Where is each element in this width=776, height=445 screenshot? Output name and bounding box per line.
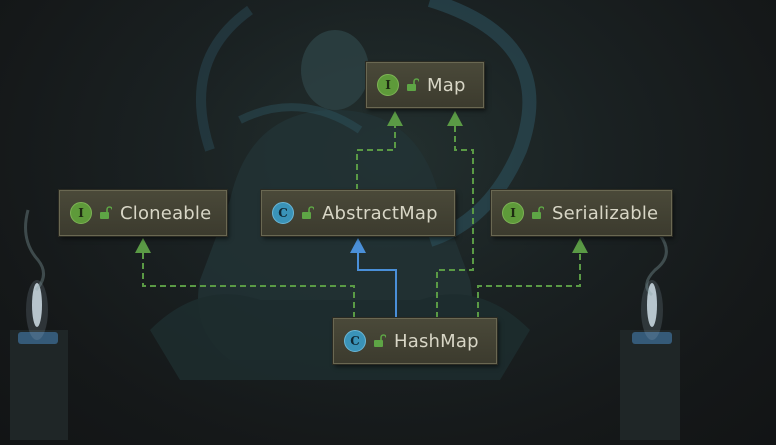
arrowhead-hashmap-cloneable [135,238,151,253]
node-map[interactable]: I Map [366,62,484,108]
class-badge-icon: C [344,330,366,352]
unlocked-padlock-icon [374,334,386,347]
edge-hashmap-implements-serializable [477,253,581,318]
node-serializable[interactable]: I Serializable [491,190,672,236]
node-label: Map [427,74,466,96]
unlocked-padlock-icon [532,206,544,219]
class-badge-icon: C [272,202,294,224]
node-cloneable[interactable]: I Cloneable [59,190,227,236]
interface-badge-icon: I [377,74,399,96]
interface-badge-icon: I [70,202,92,224]
interface-badge-icon: I [502,202,524,224]
arrowhead-abstractmap-map [387,111,403,126]
unlocked-padlock-icon [302,206,314,219]
arrowhead-hashmap-map [447,111,463,126]
edge-hashmap-extends-abstractmap [357,253,397,318]
arrowhead-hashmap-serializable [572,238,588,253]
node-label: Cloneable [120,202,212,224]
arrowhead-hashmap-abstractmap [350,238,366,253]
unlocked-padlock-icon [407,78,419,91]
node-label: HashMap [394,330,479,352]
unlocked-padlock-icon [100,206,112,219]
edge-hashmap-implements-cloneable [142,253,355,318]
edge-abstractmap-implements-map [356,126,396,190]
node-hash-map[interactable]: C HashMap [333,318,497,364]
node-label: AbstractMap [322,202,438,224]
node-abstract-map[interactable]: C AbstractMap [261,190,455,236]
edge-hashmap-implements-map [436,126,474,318]
node-label: Serializable [552,202,659,224]
